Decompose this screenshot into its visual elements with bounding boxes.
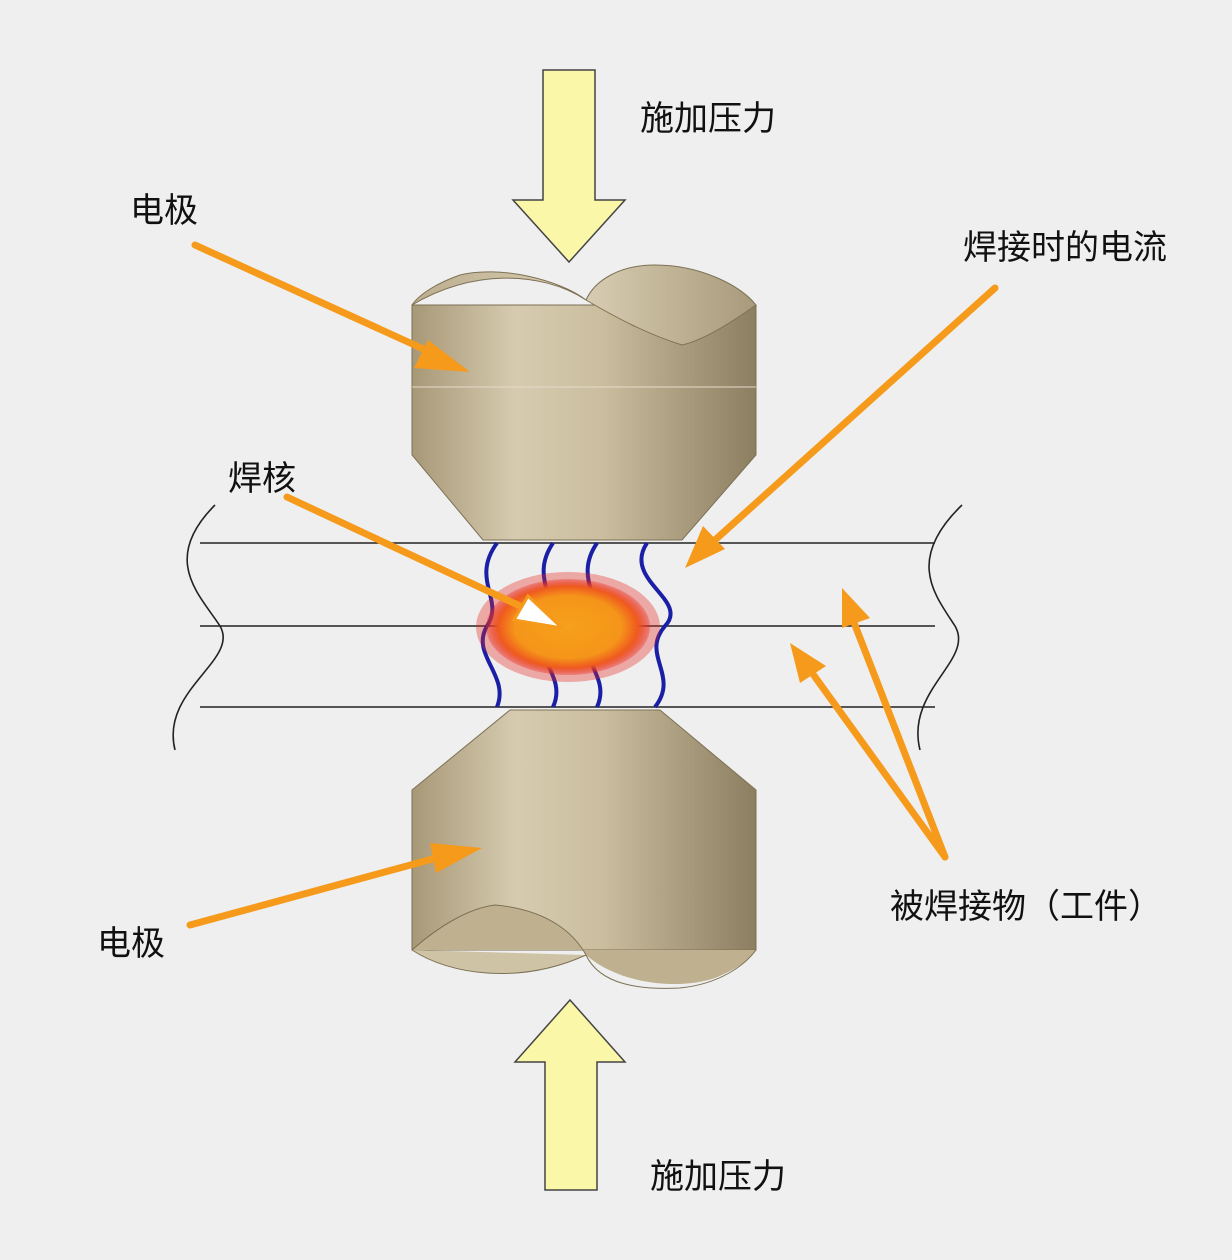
sheet-right-break (917, 504, 963, 751)
current-wave-4 (639, 541, 673, 709)
arrow-workpiece-2 (842, 588, 949, 861)
arrow-electrode-top (191, 241, 470, 372)
label-force-top: 施加压力 (640, 99, 776, 139)
label-electrode-bottom: 电极 (97, 924, 165, 964)
pointer-arrows (186, 241, 999, 929)
label-electrode-top: 电极 (130, 191, 198, 231)
arrow-electrode-bottom (186, 843, 482, 929)
label-force-bottom: 施加压力 (650, 1157, 786, 1197)
arrow-workpiece-1 (790, 643, 949, 861)
weld-nugget (476, 572, 660, 682)
label-workpiece: 被焊接物（工件） (890, 887, 1162, 927)
electrode-top (411, 264, 757, 541)
sheet-left-break (172, 504, 224, 751)
label-current: 焊接时的电流 (963, 228, 1167, 268)
arrow-nugget (283, 493, 567, 631)
force-arrow-top (511, 69, 627, 264)
force-arrow-bottom (513, 998, 627, 1191)
arrow-current (685, 284, 999, 568)
label-nugget: 焊核 (228, 459, 296, 499)
electrode-bottom (411, 709, 757, 989)
workpiece-sheets (172, 504, 963, 751)
